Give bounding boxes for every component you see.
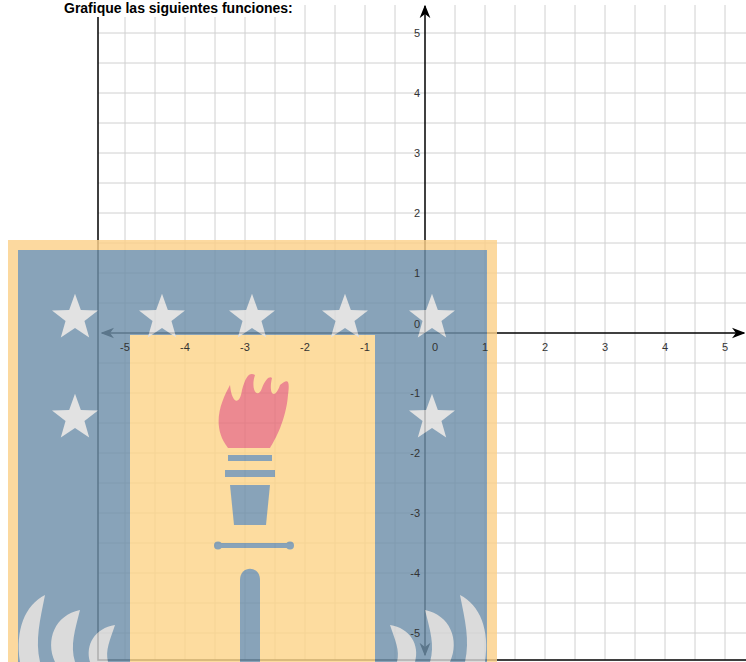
x-tick-label: -3 — [240, 342, 250, 353]
y-tick-label: -1 — [410, 388, 420, 399]
x-tick-label: 4 — [662, 342, 668, 353]
exercise-heading: Grafique las siguientes funciones: — [60, 0, 297, 17]
x-tick-label: -2 — [300, 342, 310, 353]
y-tick-label: 0 — [414, 319, 420, 330]
y-tick-label: 1 — [414, 268, 420, 279]
y-tick-label: 5 — [414, 28, 420, 39]
x-tick-label: 3 — [602, 342, 608, 353]
university-watermark — [8, 240, 497, 662]
y-tick-label: -4 — [410, 568, 420, 579]
y-tick-label: -2 — [410, 448, 420, 459]
x-tick-label: -5 — [120, 342, 130, 353]
x-tick-label: -1 — [360, 342, 370, 353]
x-tick-label: 1 — [482, 342, 488, 353]
y-tick-label: -3 — [410, 508, 420, 519]
x-tick-label: 2 — [542, 342, 548, 353]
x-tick-label: 5 — [722, 342, 728, 353]
x-tick-label: -4 — [180, 342, 190, 353]
y-tick-label: 3 — [414, 148, 420, 159]
y-tick-label: 2 — [414, 208, 420, 219]
y-tick-label: -5 — [410, 628, 420, 639]
x-tick-label: 0 — [432, 342, 438, 353]
y-tick-label: 4 — [414, 88, 420, 99]
